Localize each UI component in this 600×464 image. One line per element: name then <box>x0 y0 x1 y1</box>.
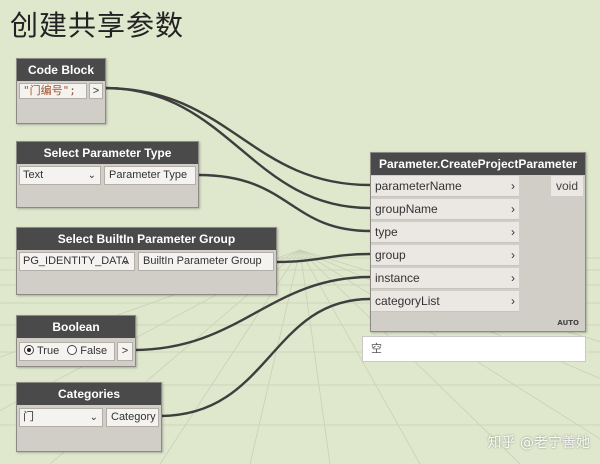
boolean-node[interactable]: Boolean True False > <box>16 315 136 367</box>
select-builtin-parameter-group-title: Select BuiltIn Parameter Group <box>17 228 276 250</box>
parameter-group-output-label: BuiltIn Parameter Group <box>143 255 262 267</box>
code-block-input[interactable]: "门编号"; <box>19 83 87 99</box>
create-project-parameter-title: Parameter.CreateProjectParameter <box>371 153 585 175</box>
input-port-instance[interactable]: instance › <box>371 268 519 289</box>
select-parameter-type-node[interactable]: Select Parameter Type Text ⌄ Parameter T… <box>16 141 199 208</box>
code-block-output-port[interactable]: > <box>89 83 103 99</box>
boolean-true-radio[interactable]: True <box>24 345 62 357</box>
parameter-type-selected: Text <box>23 169 44 181</box>
code-block-title: Code Block <box>17 59 105 81</box>
chevron-right-icon: › <box>511 294 515 308</box>
parameter-group-dropdown[interactable]: PG_IDENTITY_DATA ⌄ <box>19 252 135 271</box>
select-builtin-parameter-group-node[interactable]: Select BuiltIn Parameter Group PG_IDENTI… <box>16 227 277 295</box>
port-label: groupName <box>375 202 438 216</box>
radio-unselected-icon <box>67 345 78 356</box>
categories-dropdown[interactable]: 门 ⌄ <box>19 408 103 427</box>
chevron-down-icon: ⌄ <box>89 412 98 423</box>
output-port-void[interactable]: void <box>551 176 583 196</box>
categories-node[interactable]: Categories 门 ⌄ Category <box>16 382 162 452</box>
boolean-title: Boolean <box>17 316 135 338</box>
input-port-group[interactable]: group › <box>371 245 519 266</box>
parameter-group-output-port[interactable]: BuiltIn Parameter Group <box>138 252 274 271</box>
select-parameter-type-title: Select Parameter Type <box>17 142 198 164</box>
chevron-right-icon: › <box>511 202 515 216</box>
create-project-parameter-node[interactable]: Parameter.CreateProjectParameter paramet… <box>370 152 586 332</box>
chevron-right-icon: › <box>511 179 515 193</box>
parameter-type-output-port[interactable]: Parameter Type <box>104 166 196 185</box>
chevron-right-icon: › <box>511 271 515 285</box>
input-port-categorylist[interactable]: categoryList › <box>371 291 519 312</box>
boolean-output-port[interactable]: > <box>117 342 133 361</box>
input-port-type[interactable]: type › <box>371 222 519 243</box>
page-title: 创建共享参数 <box>10 9 185 42</box>
port-label: group <box>375 248 406 262</box>
wire-boolean-to-instance <box>132 275 372 352</box>
boolean-true-label: True <box>37 345 60 357</box>
port-label: instance <box>375 271 420 285</box>
parameter-group-selected: PG_IDENTITY_DATA <box>23 255 129 267</box>
radio-selected-icon <box>24 345 34 356</box>
parameter-type-dropdown[interactable]: Text ⌄ <box>19 166 101 185</box>
chevron-right-icon: › <box>511 248 515 262</box>
input-port-groupname[interactable]: groupName › <box>371 199 519 220</box>
boolean-false-label: False <box>80 345 108 357</box>
input-port-parametername[interactable]: parameterName › <box>371 176 519 197</box>
port-label: type <box>375 225 398 239</box>
boolean-toggle[interactable]: True False <box>19 342 115 361</box>
wire-code-to-groupname <box>102 86 372 210</box>
categories-selected: 门 <box>23 411 34 423</box>
categories-title: Categories <box>17 383 161 405</box>
node-preview-bubble: 空 <box>362 336 586 362</box>
parameter-type-output-label: Parameter Type <box>109 169 188 181</box>
wire-paramtype-to-type <box>197 173 372 233</box>
wire-group-to-group <box>273 252 372 264</box>
categories-output-port[interactable]: Category <box>106 408 159 427</box>
boolean-false-radio[interactable]: False <box>67 345 107 357</box>
code-block-node[interactable]: Code Block "门编号"; > <box>16 58 106 124</box>
watermark: 知乎 @老宁善她 <box>487 435 590 451</box>
chevron-down-icon: ⌄ <box>87 170 96 181</box>
categories-output-label: Category <box>111 411 156 423</box>
chevron-right-icon: › <box>511 225 515 239</box>
wire-categories-to-categorylist <box>158 297 372 418</box>
port-label: categoryList <box>375 294 440 308</box>
chevron-down-icon: ⌄ <box>121 256 130 267</box>
port-label: parameterName <box>375 179 462 193</box>
lacing-auto-badge: AUTO <box>557 319 579 327</box>
